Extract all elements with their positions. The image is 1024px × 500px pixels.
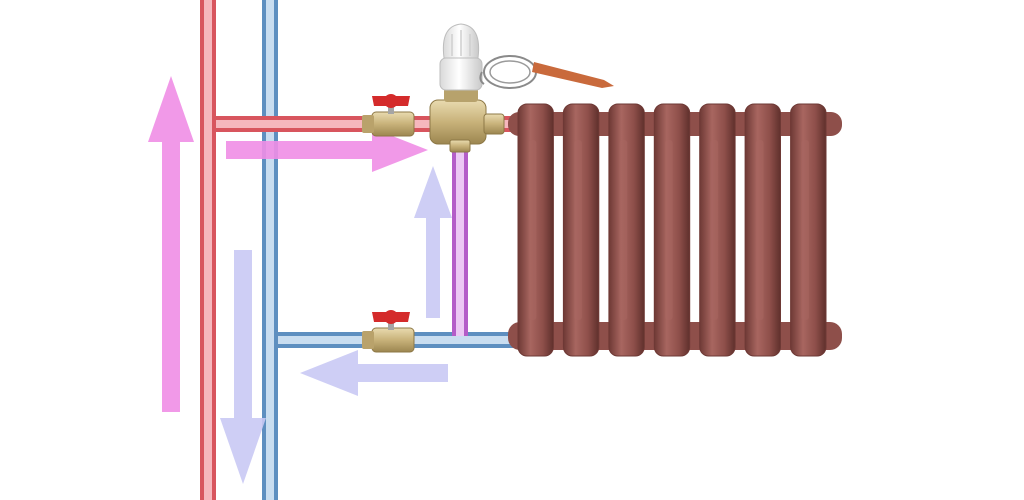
radiator-section-ridge	[755, 140, 764, 320]
three-way-valve-outlet	[483, 113, 505, 135]
supply-flow-arrow	[226, 128, 428, 172]
radiator-section-ridge	[801, 140, 809, 320]
remote-sensor-with-capillary	[479, 55, 614, 89]
radiator-sections	[517, 103, 827, 357]
sensor-probe	[532, 62, 614, 88]
return-valve-handle-hub	[384, 310, 398, 324]
thermo-head-base	[439, 57, 483, 91]
hot-riser-flow-arrow	[148, 76, 194, 412]
thermostatic-head	[439, 23, 483, 91]
supply-ball-valve	[362, 94, 415, 137]
thermostatic-three-way-valve	[429, 88, 505, 153]
return-valve-nut	[362, 331, 374, 349]
supply-valve-handle-hub	[384, 94, 398, 108]
hot-riser-inner	[204, 0, 212, 500]
return-riser-flow-arrow	[220, 250, 266, 484]
cast-iron-radiator	[508, 103, 842, 357]
supply-valve-nut	[362, 115, 374, 133]
bypass-pipe	[452, 140, 468, 336]
cold-riser-inner	[266, 0, 274, 500]
radiator-section-ridge	[664, 140, 673, 320]
hot-water-riser	[200, 0, 216, 500]
radiator-section-ridge	[710, 140, 719, 320]
three-way-valve-body	[429, 99, 487, 145]
capillary-tube	[479, 71, 485, 85]
three-way-valve-bypass-port	[449, 139, 471, 153]
capillary-coil	[489, 60, 531, 84]
return-flow-arrow	[300, 350, 448, 396]
radiator-section-ridge	[528, 140, 537, 320]
bypass-flow-arrow	[414, 166, 452, 318]
return-riser	[262, 0, 278, 500]
radiator-section-ridge	[574, 140, 582, 320]
return-valve-body	[371, 327, 415, 353]
supply-valve-body	[371, 111, 415, 137]
bypass-inner	[456, 140, 464, 336]
three-way-valve-bonnet	[444, 88, 478, 102]
radiator-section-ridge	[619, 140, 628, 320]
return-ball-valve	[362, 310, 415, 353]
